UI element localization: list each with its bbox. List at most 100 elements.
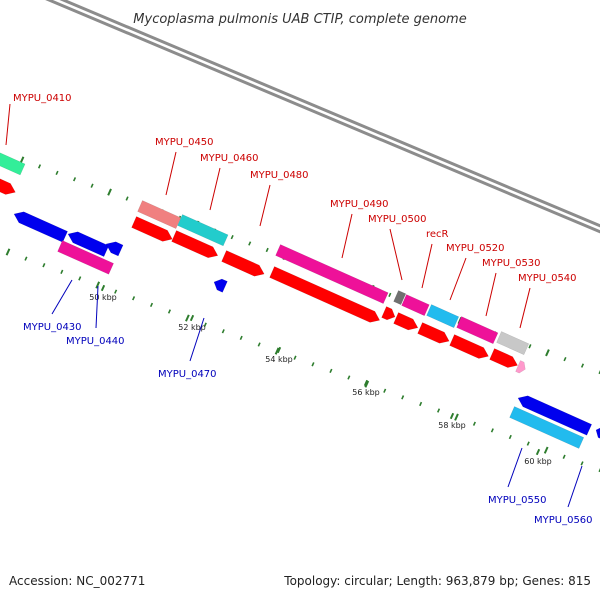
cds-arrow xyxy=(269,266,381,323)
tick-mark xyxy=(90,183,94,188)
tick-mark xyxy=(37,164,42,169)
cds-arrow xyxy=(595,427,600,439)
leader-line xyxy=(389,228,403,281)
gene-label-forward: MYPU_0520 xyxy=(446,243,505,254)
feature-box xyxy=(0,152,26,176)
tick-mark xyxy=(311,362,315,367)
leader-line xyxy=(95,285,99,329)
gene-label-forward: MYPU_0500 xyxy=(368,214,427,225)
genome-backbone xyxy=(45,0,600,234)
leader-line xyxy=(519,287,531,329)
tick-mark xyxy=(221,329,225,334)
gene-label-reverse: MYPU_0470 xyxy=(158,369,217,380)
tick-mark xyxy=(185,314,190,322)
tick-mark xyxy=(95,281,101,289)
gene-label-forward: MYPU_0410 xyxy=(13,93,72,104)
cds-arrow xyxy=(105,241,124,257)
cds-arrow xyxy=(517,395,593,436)
scale-tick xyxy=(535,448,541,456)
gene-label-forward: MYPU_0480 xyxy=(250,170,309,181)
map-title: Mycoplasma pulmonis UAB CTIP, complete g… xyxy=(133,12,466,27)
tick-mark xyxy=(42,263,46,268)
tick-mark xyxy=(167,309,172,314)
leader-line xyxy=(259,184,271,227)
feature-box xyxy=(509,406,585,449)
tick-mark xyxy=(508,434,512,440)
scale-tick xyxy=(276,346,282,354)
tick-mark xyxy=(78,276,82,281)
tick-mark xyxy=(107,188,112,196)
tick-mark xyxy=(383,388,387,393)
gene-label-reverse: MYPU_0440 xyxy=(66,336,125,347)
leader-line xyxy=(421,243,433,289)
gene-label-forward: recR xyxy=(426,229,449,240)
cds-arrow xyxy=(0,178,16,195)
leader-line xyxy=(449,257,467,301)
scale-label: 60 kbp xyxy=(524,457,552,466)
tick-mark-layer xyxy=(5,156,600,473)
backbone-line xyxy=(59,0,600,228)
genome-summary-text: Topology: circular; Length: 963,879 bp; … xyxy=(283,574,591,588)
feature-box xyxy=(275,244,389,304)
gene-label-reverse: MYPU_0430 xyxy=(23,322,82,333)
tick-mark xyxy=(132,296,136,301)
leader-line xyxy=(341,213,353,259)
leader-line xyxy=(209,167,221,211)
cds-arrow xyxy=(515,360,526,374)
tick-mark xyxy=(274,347,280,355)
tick-mark xyxy=(388,292,392,298)
tick-mark xyxy=(329,368,333,374)
gene-label-forward: MYPU_0460 xyxy=(200,153,259,164)
scale-tick xyxy=(363,379,369,387)
tick-mark xyxy=(19,156,25,164)
leader-line xyxy=(51,279,73,315)
scale-label: 58 kbp xyxy=(438,421,466,430)
tick-mark xyxy=(401,395,405,400)
feature-layer xyxy=(0,152,600,449)
gene-label-forward: MYPU_0540 xyxy=(518,273,577,284)
feature-box xyxy=(177,214,229,247)
cds-arrow xyxy=(213,278,228,293)
feature-box xyxy=(137,200,182,229)
feature-box xyxy=(393,290,407,306)
cds-arrow xyxy=(393,312,419,331)
tick-mark xyxy=(580,461,584,466)
tick-mark xyxy=(364,380,370,388)
cds-arrow xyxy=(221,250,265,277)
tick-mark xyxy=(114,289,118,294)
tick-mark xyxy=(436,408,441,413)
feature-box xyxy=(496,331,530,356)
tick-mark xyxy=(248,241,252,246)
gene-label-reverse: MYPU_0560 xyxy=(534,515,593,526)
tick-mark xyxy=(265,247,269,253)
scale-label: 52 kbp xyxy=(178,323,206,332)
tick-mark xyxy=(580,363,585,368)
tick-mark xyxy=(5,248,11,256)
cds-arrow xyxy=(171,230,219,259)
scale-tick xyxy=(449,412,455,420)
feature-box xyxy=(57,240,114,275)
cds-arrow xyxy=(131,216,173,242)
tick-mark xyxy=(125,196,129,201)
feature-box xyxy=(426,304,460,329)
tick-mark xyxy=(60,269,64,274)
tick-mark xyxy=(55,170,59,176)
cds-arrow xyxy=(67,231,110,257)
scale-tick xyxy=(100,284,106,292)
tick-mark xyxy=(562,454,566,459)
tick-mark xyxy=(230,234,234,240)
tick-mark xyxy=(472,421,476,426)
leader-line xyxy=(507,447,523,488)
cds-arrow xyxy=(417,322,450,344)
gene-label-forward: MYPU_0490 xyxy=(330,199,389,210)
accession-text: Accession: NC_002771 xyxy=(9,574,145,588)
feature-box xyxy=(401,294,430,317)
gene-label-forward: MYPU_0530 xyxy=(482,258,541,269)
gene-label-reverse: MYPU_0550 xyxy=(488,495,547,506)
scale-label: 54 kbp xyxy=(265,355,293,364)
tick-mark xyxy=(528,344,532,349)
cds-arrow xyxy=(489,348,518,368)
tick-mark xyxy=(239,335,243,341)
tick-mark xyxy=(419,401,423,407)
